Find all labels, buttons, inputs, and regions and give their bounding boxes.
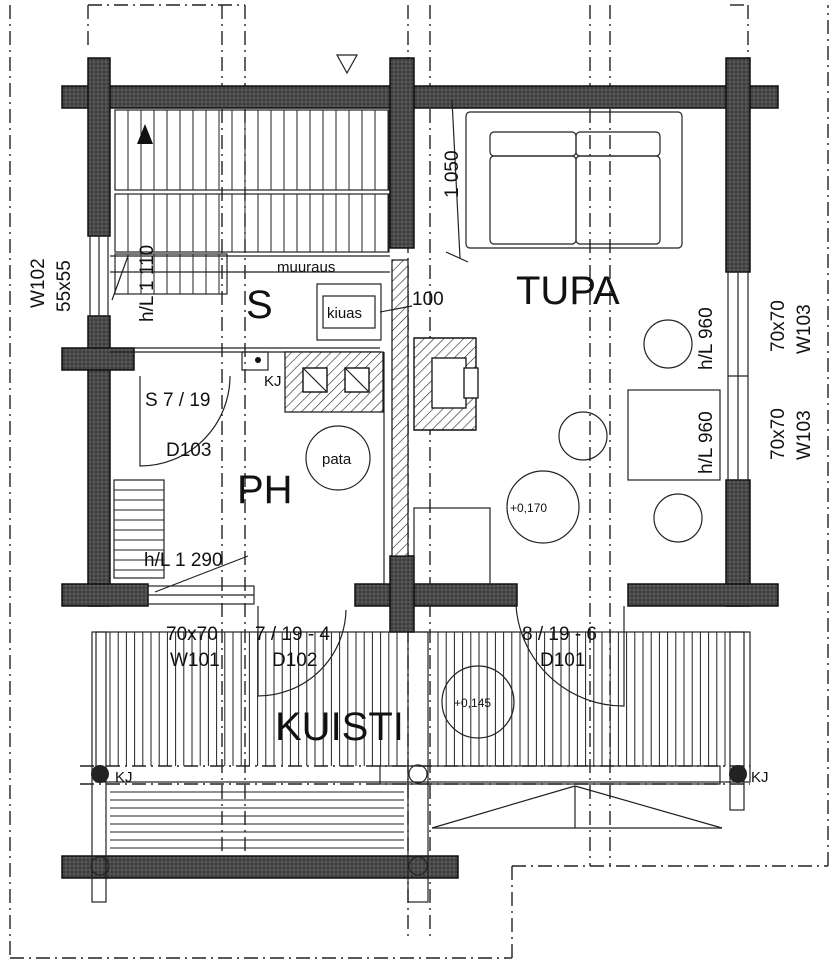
porch-stairs: [431, 785, 723, 829]
door-d101-id: D101: [540, 650, 585, 671]
room-porch: KUISTI: [275, 705, 404, 749]
window-w101-size: 70x70: [166, 624, 218, 645]
ph-sill-height: h/L 1 290: [144, 550, 223, 571]
tupa-sill-height-bottom: h/L 960: [696, 411, 717, 474]
drain-left-label: KJ: [115, 769, 133, 786]
kettle: [305, 425, 371, 491]
window-w103b-size: 70x70: [768, 408, 789, 460]
window-openings: [89, 235, 749, 605]
window-w101-id: W101: [170, 650, 220, 671]
window-w103a-size: 70x70: [768, 300, 789, 352]
porch-boards-lower: [110, 791, 404, 849]
sauna-benches: [114, 109, 390, 295]
window-w103b-id: W103: [794, 410, 815, 460]
room-sauna: S: [246, 283, 273, 327]
window-w103a-id: W103: [794, 304, 815, 354]
stove-label: kiuas: [327, 305, 362, 322]
ladder-arrow-icon: [137, 124, 153, 144]
door-d102-size: 7 / 19 - 4: [255, 624, 330, 645]
room-living: TUPA: [516, 269, 620, 313]
door-d101-size: 8 / 19 - 6: [522, 624, 597, 645]
tupa-sill-height-top: h/L 960: [696, 307, 717, 370]
shelf-slats: [114, 489, 164, 571]
bench-height-dim: 1 050: [442, 150, 463, 198]
level-porch: +0,145: [454, 696, 491, 710]
window-w102-id: W102: [28, 258, 49, 308]
tupa-cabinet: [413, 507, 491, 585]
porch-boards: [109, 632, 726, 766]
exterior-walls: [61, 57, 779, 633]
washroom-shelf: [113, 479, 165, 579]
masonry-label: muuraus: [277, 259, 335, 276]
interior-partitions: [110, 255, 409, 584]
window-w102-size: 55x55: [54, 260, 75, 312]
sink: [241, 351, 269, 371]
door-d102-id: D102: [272, 650, 317, 671]
drain-right-label: KJ: [751, 769, 769, 786]
level-tupa: +0,170: [510, 501, 547, 515]
sauna-sill-height: h/L 1 110: [137, 245, 158, 322]
level-circle-porch: [441, 665, 515, 739]
dimension-lines: [111, 99, 469, 593]
marker-triangle-icon: [335, 54, 359, 75]
level-circle-tupa: [506, 470, 580, 544]
bench-slats: [127, 110, 389, 294]
floor-drain-label: KJ: [264, 373, 282, 390]
heater-boxes: [302, 367, 370, 393]
fireplace: [413, 337, 479, 431]
kettle-label: pata: [322, 451, 352, 468]
dining-set: [558, 319, 721, 543]
outer-boundary: [9, 4, 829, 959]
porch-structure: [61, 631, 747, 903]
door-d103-size: S 7 / 19: [145, 390, 211, 411]
door-d103-id: D103: [166, 440, 211, 461]
wall-gap-dim: 100: [412, 289, 444, 310]
sink-drain-icon: [255, 357, 261, 363]
sofa: [465, 111, 683, 249]
room-washroom: PH: [237, 468, 293, 512]
stove: [322, 295, 376, 329]
